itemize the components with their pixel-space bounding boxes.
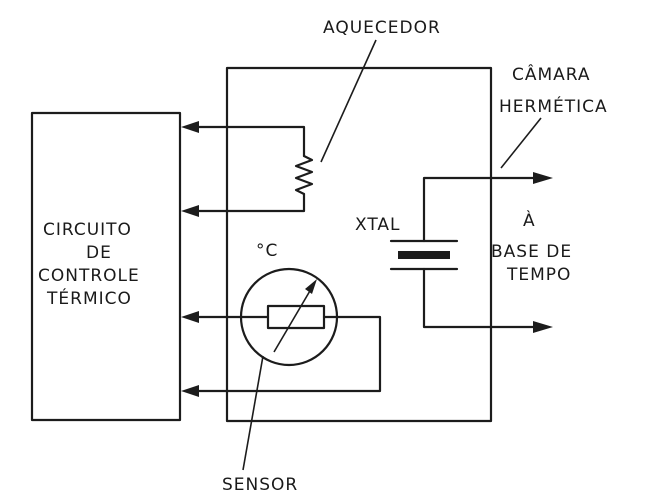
sensor-top-arrow-icon	[181, 311, 199, 323]
sensor-leader-line	[242, 355, 264, 471]
sensor-bottom-arrow-icon	[181, 385, 199, 397]
control-circuit-label-2: DE	[86, 243, 112, 263]
degree-celsius-label: °C	[256, 241, 278, 261]
heater-leader-line	[320, 39, 377, 163]
heater-bottom-arrow-icon	[181, 205, 199, 217]
output-label-3: TEMPO	[506, 265, 571, 285]
crystal-label: XTAL	[355, 215, 401, 235]
heater-circuit	[181, 121, 314, 217]
control-circuit-label-1: CIRCUITO	[43, 220, 132, 240]
heater-label: AQUECEDOR	[323, 18, 441, 38]
hermetic-chamber-box	[225, 66, 493, 423]
thermistor-arrow-icon	[305, 279, 317, 294]
chamber-label-1: CÂMARA	[512, 63, 591, 85]
output-bottom-arrow-icon	[533, 321, 553, 333]
chamber-leader-line	[500, 117, 542, 169]
control-circuit-label-4: TÉRMICO	[46, 287, 132, 309]
control-circuit-label-3: CONTROLE	[38, 266, 140, 286]
heater-top-arrow-icon	[181, 121, 199, 133]
crystal-xtal	[389, 172, 553, 333]
sensor-thermistor	[181, 267, 382, 397]
chamber-label-2: HERMÉTICA	[499, 95, 608, 117]
output-top-arrow-icon	[533, 172, 553, 184]
output-label-1: À	[523, 209, 536, 231]
sensor-label: SENSOR	[222, 475, 298, 495]
output-label-2: BASE DE	[491, 242, 572, 262]
control-circuit-box	[30, 111, 182, 422]
